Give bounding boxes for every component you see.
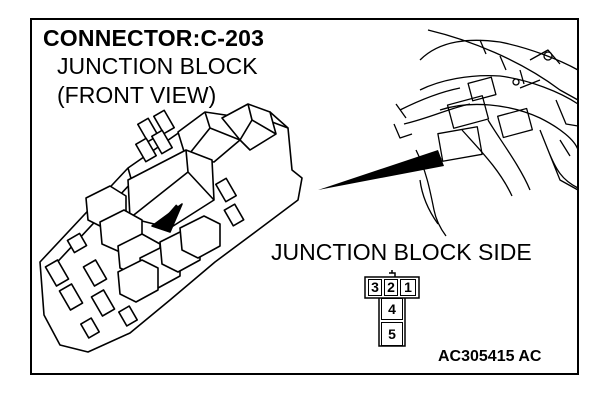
pin-2: 2 <box>384 279 398 296</box>
dashboard-illustration <box>393 29 579 237</box>
front-view-label: (FRONT VIEW) <box>57 82 217 108</box>
pin-3: 3 <box>368 279 382 296</box>
junction-block-side-label: JUNCTION BLOCK SIDE <box>271 239 532 265</box>
connector-title: CONNECTOR:C-203 <box>43 25 265 51</box>
pin-1: 1 <box>400 279 416 296</box>
figure-frame <box>30 18 579 375</box>
junction-block-label: JUNCTION BLOCK <box>57 53 258 79</box>
relay-mid-4 <box>117 259 159 303</box>
relay-mid-3 <box>179 215 221 259</box>
junction-block-illustration <box>39 103 303 353</box>
location-pointer <box>318 150 444 190</box>
figure-code: AC305415 AC <box>438 348 542 365</box>
